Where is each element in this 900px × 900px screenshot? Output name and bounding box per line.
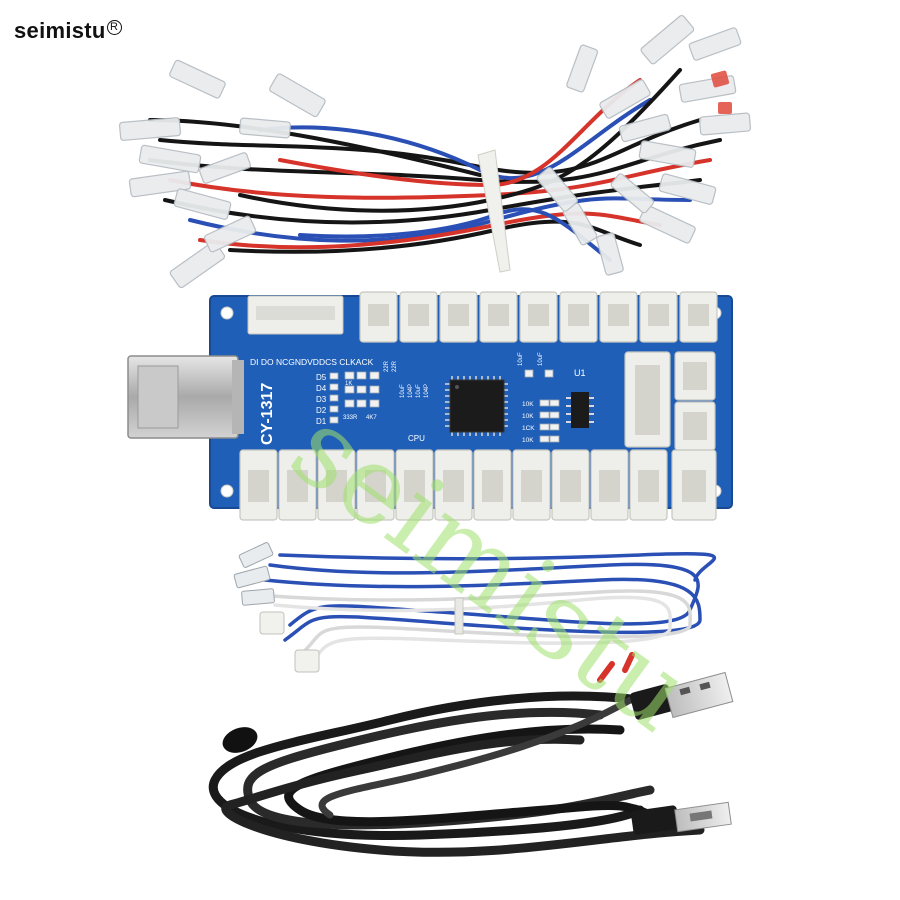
cpu-label: CPU	[408, 434, 425, 443]
led-connector-1	[259, 611, 285, 635]
resistor-label-3: 1CK	[522, 425, 535, 432]
component-label-333r: 333R	[343, 415, 358, 421]
component-label-10uf-b: 10uF	[416, 384, 422, 398]
u1-label: U1	[574, 368, 586, 378]
top-wire-harness	[118, 14, 752, 289]
led-label-d3: D3	[316, 395, 327, 404]
led-label-d1: D1	[316, 417, 327, 426]
component-label-22r-a: 22R	[384, 360, 390, 372]
resistor-label-4: 10K	[522, 437, 534, 444]
led-wire-harness	[233, 542, 717, 673]
brand-name: seimistu	[14, 18, 106, 43]
ferrite-core	[222, 727, 258, 753]
led-connector-2	[294, 649, 320, 673]
component-label-1k: 1K	[345, 381, 352, 387]
led-label-d2: D2	[316, 406, 327, 415]
resistor-label-2: 10K	[522, 413, 534, 420]
resistor-label-1: 10K	[522, 401, 534, 408]
u1-chip	[566, 392, 594, 428]
component-label-104p-b: 104P	[424, 384, 430, 398]
led-label-d5: D5	[316, 373, 327, 382]
usb-cable	[208, 652, 734, 857]
component-label-104p-a: 104P	[408, 384, 414, 398]
component-label-22r-b: 22R	[392, 360, 398, 372]
led-label-d4: D4	[316, 384, 327, 393]
right-label-10uf-b: 10uF	[538, 352, 544, 366]
right-label-10uf-a: 10uF	[518, 352, 524, 366]
board-pin-label: DI DO NCGNDVDDCS CLKACK	[250, 357, 374, 367]
usb-b-plug	[631, 801, 732, 835]
encoder-board: DI DO NCGNDVDDCS CLKACK CY-1317 D5 D4 D3…	[127, 291, 733, 521]
component-label-10uf-a: 10uF	[400, 384, 406, 398]
cpu-chip	[445, 376, 508, 436]
usb-b-socket	[127, 355, 244, 439]
usb-a-plug	[629, 671, 734, 720]
registered-mark: R	[106, 19, 122, 35]
component-label-4k7: 4K7	[366, 415, 377, 421]
board-model-label: CY-1317	[259, 383, 276, 445]
